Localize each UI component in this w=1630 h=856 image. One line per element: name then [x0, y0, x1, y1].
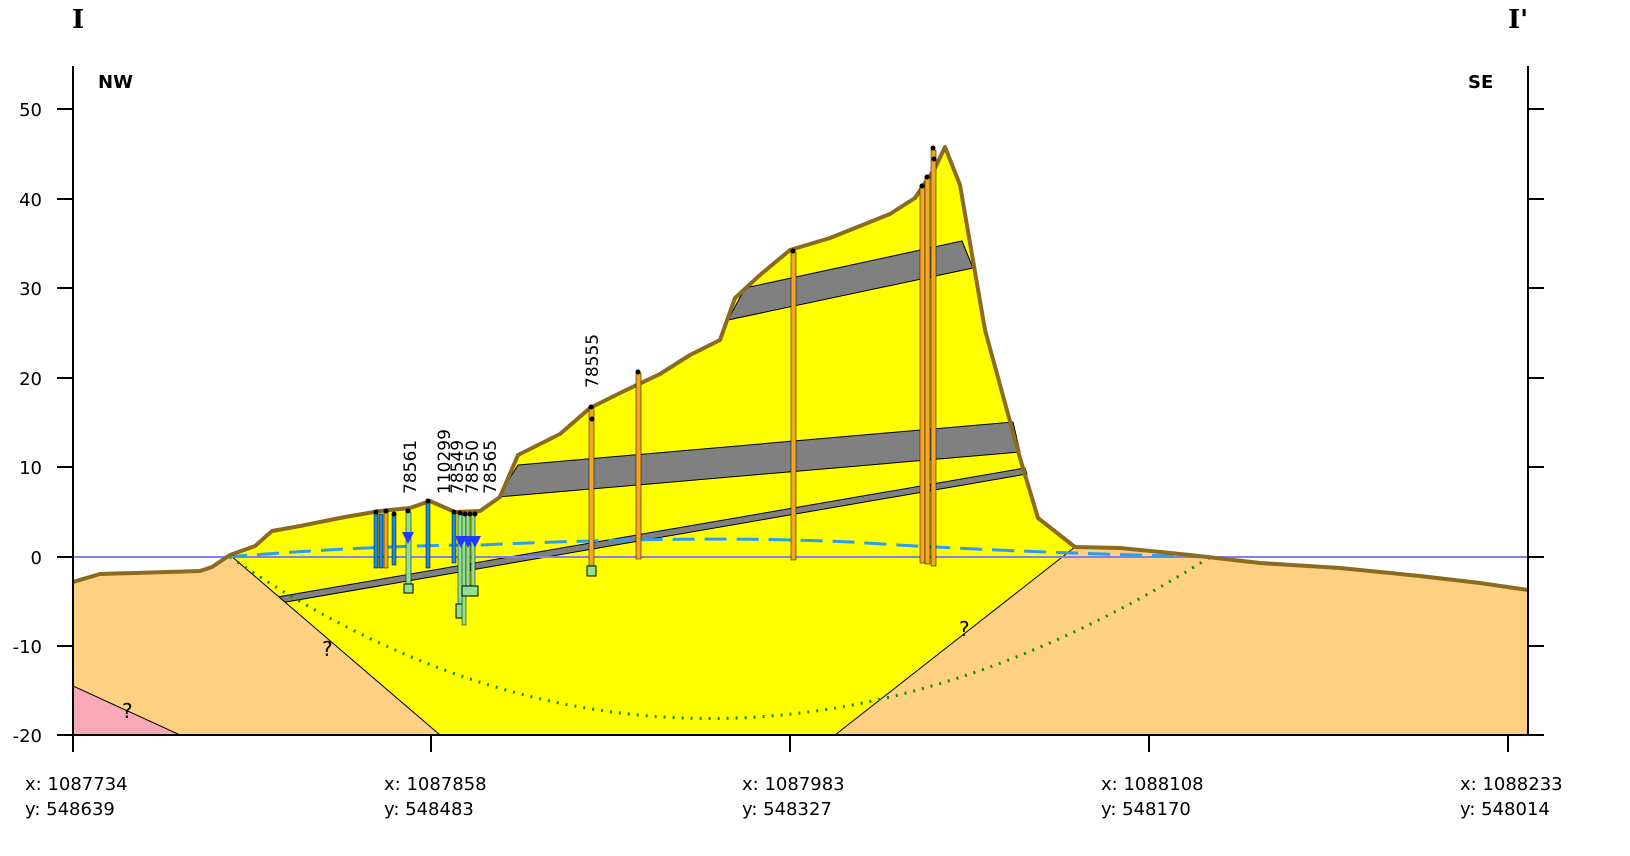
elevation-ticks	[57, 108, 1544, 736]
well-label: 78549	[448, 440, 468, 494]
well-label: 78561	[401, 440, 421, 494]
well-top-marker	[405, 508, 411, 514]
uncertainty-mark: ?	[322, 637, 333, 661]
coordinate-x-label: x: 1088233	[1460, 774, 1563, 795]
well-casing	[451, 512, 457, 564]
coordinate-x-label: x: 1087734	[25, 774, 128, 795]
elevation-tick-label: 10	[19, 458, 42, 479]
well-screen	[403, 583, 414, 594]
well-top-marker	[589, 416, 595, 422]
water-table	[224, 537, 1211, 559]
well-casing	[924, 177, 931, 565]
well-top-marker	[930, 145, 936, 151]
elevation-tick-label: -10	[13, 637, 42, 658]
geology-layers: ? ? ?	[73, 145, 1528, 735]
coordinate-x-label: x: 1088108	[1101, 774, 1204, 795]
water-level-icon	[469, 536, 481, 548]
well-top-marker	[391, 511, 397, 517]
well-top-marker	[924, 174, 930, 180]
well-label: 78565	[481, 440, 501, 494]
ground-surface	[73, 145, 1528, 592]
well-top-marker	[425, 498, 431, 504]
well-casing	[465, 514, 471, 588]
elevation-tick-label: 30	[19, 279, 42, 300]
coordinate-y-label: y: 548639	[25, 799, 115, 820]
well-top-marker	[790, 248, 796, 254]
well-casing	[405, 511, 412, 585]
coordinate-x-label: x: 1087983	[742, 774, 845, 795]
dotted-boundary	[229, 555, 1211, 720]
direction-se: SE	[1468, 72, 1493, 93]
well-casing	[635, 372, 642, 560]
water-level-icon	[402, 532, 414, 544]
direction-nw: NW	[98, 72, 133, 93]
well-casing	[470, 514, 476, 588]
well-screen	[586, 565, 597, 577]
well-casing	[930, 149, 937, 567]
uncertainty-mark: ?	[959, 617, 970, 641]
well-screen	[461, 585, 479, 597]
well-top-marker	[373, 509, 379, 515]
well-casing	[588, 407, 595, 569]
well-top-marker	[919, 183, 925, 189]
coordinate-x-label: x: 1087858	[384, 774, 487, 795]
well-top-marker	[467, 511, 473, 517]
well-top-marker	[472, 511, 478, 517]
well-top-marker	[451, 509, 457, 515]
elevation-tick-label: 20	[19, 369, 42, 390]
well-casing	[461, 514, 467, 626]
well-top-marker	[457, 510, 463, 516]
well-casing	[790, 251, 797, 561]
coordinate-y-label: y: 548014	[1460, 799, 1550, 820]
coordinate-y-label: y: 548327	[742, 799, 832, 820]
well-casing	[373, 512, 379, 569]
elevation-tick-label: -20	[13, 726, 42, 747]
coordinate-y-label: y: 548483	[384, 799, 474, 820]
well-label: 78555	[583, 334, 603, 388]
well-top-marker	[635, 369, 641, 375]
uncertainty-mark: ?	[122, 699, 133, 723]
elevation-tick-label: 50	[19, 100, 42, 121]
wells-group	[373, 145, 937, 626]
elevation-tick-label: 0	[31, 548, 42, 569]
coordinate-y-label: y: 548170	[1101, 799, 1191, 820]
section-end-label: I'	[1508, 5, 1528, 35]
well-casing	[919, 186, 926, 564]
well-casing	[391, 514, 397, 566]
well-label: 110299	[435, 429, 455, 494]
well-top-marker	[462, 511, 468, 517]
well-casing	[425, 501, 431, 569]
basement-unit	[73, 685, 181, 735]
elevation-tick-label: 40	[19, 190, 42, 211]
well-label: 78550	[463, 440, 483, 494]
well-top-marker	[588, 404, 594, 410]
well-casing	[378, 513, 384, 569]
well-casing	[383, 511, 389, 569]
well-top-marker	[383, 508, 389, 514]
well-top-marker	[931, 156, 937, 162]
section-start-label: I	[72, 5, 84, 35]
distance-ticks	[72, 735, 1509, 752]
